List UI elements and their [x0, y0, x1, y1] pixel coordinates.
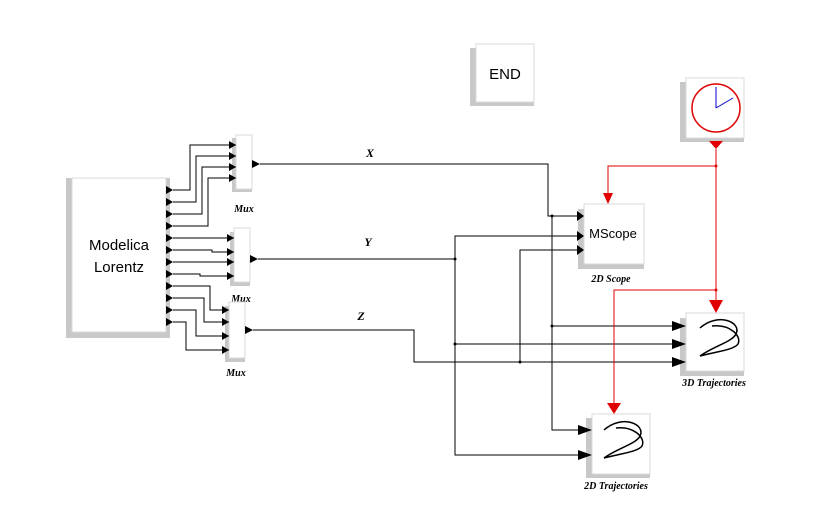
end-block[interactable]: END [470, 43, 535, 106]
lorentz-label-line2: Lorentz [94, 259, 144, 276]
clock-block[interactable] [680, 77, 745, 149]
trajectory-curve-icon [699, 318, 740, 357]
lorentz-output-ports [166, 186, 173, 326]
mscope-caption: 2D Scope [590, 274, 631, 285]
event-links [603, 149, 723, 414]
mux-3-label: Mux [225, 368, 245, 379]
signal-z-label: Z [356, 309, 365, 323]
end-label: END [489, 66, 521, 83]
clock-icon [691, 83, 741, 133]
mux-1-label: Mux [233, 204, 253, 215]
traj3d-caption: 3D Trajectories [681, 378, 746, 389]
signal-links [253, 163, 686, 460]
signal-x-label: X [365, 146, 375, 160]
trajectories-3d-block[interactable]: 3D Trajectories [680, 312, 746, 389]
lorentz-to-mux-links [173, 141, 236, 354]
lorentz-label-line1: Modelica [89, 237, 150, 254]
trajectories-2d-block[interactable]: 2D Trajectories [583, 413, 651, 492]
signal-y-label: Y [364, 235, 373, 249]
mscope-block[interactable]: MScope 2D Scope [578, 203, 645, 285]
mux-block-1[interactable]: Mux [232, 134, 260, 215]
mux-block-2[interactable]: Mux [230, 227, 258, 305]
mux-block-3[interactable]: Mux [225, 301, 253, 379]
trajectory-curve-icon [603, 420, 644, 459]
mux-2-label: Mux [230, 294, 250, 305]
modelica-lorentz-block[interactable]: Modelica Lorentz [66, 177, 170, 338]
mscope-label: MScope [589, 226, 637, 241]
traj2d-caption: 2D Trajectories [583, 481, 648, 492]
